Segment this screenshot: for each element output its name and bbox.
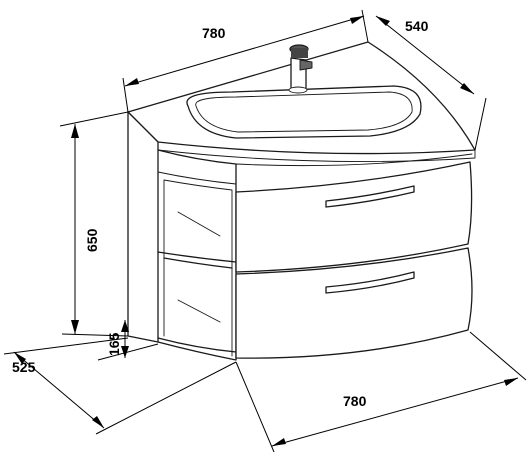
shelf-middle — [157, 251, 237, 269]
dim-plinth-label: 165 — [106, 332, 122, 356]
dim-height-extension-bottom — [61, 333, 129, 337]
dim-top-width-extension-left — [122, 77, 129, 113]
dim-bottom-depth-arrow-top — [14, 352, 26, 364]
dim-height-extension-top — [59, 111, 129, 127]
drawer-bottom-handle — [325, 271, 415, 294]
countertop-edge — [157, 141, 476, 163]
dim-top-width-label: 780 — [202, 25, 226, 41]
dim-bottom-width-arrow-left — [272, 438, 286, 446]
drawer-top — [235, 161, 473, 273]
vanity-cabinet — [127, 41, 476, 361]
faucet-lever-stem — [291, 48, 308, 58]
shelf-diagonal-upper — [177, 211, 221, 237]
shelf-bottom — [157, 337, 237, 353]
dim-top-width-line — [124, 15, 365, 87]
dim-top-depth-line — [375, 15, 475, 95]
dim-top-width-extension-right — [361, 9, 369, 43]
dim-bottom-width-extension-right — [469, 331, 527, 381]
dim-bottom-depth-extension-left — [3, 337, 129, 355]
dim-plinth-extension — [97, 343, 159, 361]
dim-top-width-arrow-left — [125, 78, 139, 86]
faucet-base — [288, 86, 308, 94]
shelf-back-upper — [163, 179, 233, 357]
faucet-spout — [299, 59, 313, 71]
body-front-line — [235, 153, 473, 193]
dim-bottom-width-line — [271, 377, 519, 447]
dim-top-depth-extension — [474, 97, 487, 151]
dim-plinth-arrow-bottom — [121, 346, 129, 358]
open-shelf-frame — [157, 149, 237, 361]
dim-height-label: 650 — [84, 228, 100, 252]
washbasin-inner-rim — [195, 91, 413, 133]
dim-bottom-width-arrow-right — [504, 378, 518, 386]
dim-bottom-depth-line — [13, 351, 105, 429]
dimension-lines: 780 540 650 165 525 780 — [3, 9, 527, 453]
faucet — [288, 44, 313, 94]
dim-plinth-arrow-top — [121, 320, 129, 332]
dim-height-arrow-top — [71, 124, 79, 138]
dim-bottom-depth-arrow-bottom — [92, 416, 104, 428]
shelf-top — [157, 171, 237, 185]
drawer-bottom — [235, 247, 473, 359]
dim-bottom-width-label: 780 — [343, 393, 367, 409]
dim-top-width-arrow-right — [350, 16, 364, 24]
dim-top-depth-label: 540 — [405, 18, 429, 34]
washbasin-bowl — [186, 85, 422, 139]
left-side-panel — [127, 111, 159, 343]
dim-top-depth-arrow-top — [376, 16, 390, 26]
drawer-top-handle — [325, 185, 415, 208]
dim-height-arrow-bottom — [71, 320, 79, 334]
dim-bottom-width-extension-left — [235, 361, 275, 453]
shelf-diagonal-lower — [177, 299, 221, 323]
dim-top-depth-arrow-bottom — [460, 83, 474, 94]
dim-bottom-depth-label: 525 — [12, 359, 36, 375]
dim-bottom-depth-extension-right — [95, 361, 237, 435]
